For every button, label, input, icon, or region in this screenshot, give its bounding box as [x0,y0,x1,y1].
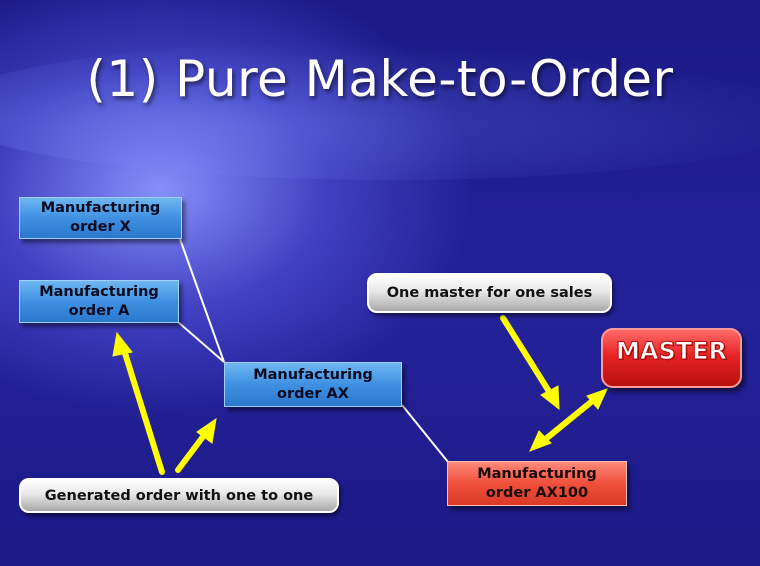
node-manufacturing-order-x[interactable]: Manufacturing order X [19,197,182,239]
node-manufacturing-order-ax100[interactable]: Manufacturing order AX100 [447,461,627,506]
arrow-ax100-master [539,395,599,445]
callout-generated-order[interactable]: Generated order with one to one [19,478,339,513]
arrowhead-ax100 [529,430,552,452]
node-x-line1: Manufacturing [40,200,161,216]
node-manufacturing-order-ax[interactable]: Manufacturing order AX [224,362,402,407]
node-ax100-line2: order AX100 [485,484,589,501]
connector-a-to-ax [177,321,225,363]
arrowhead-order-ax [196,417,217,444]
callout-generated-text: Generated order with one to one [44,487,314,504]
node-x-line2: order X [70,219,131,235]
arrowhead-one-master [540,385,560,411]
master-button[interactable]: MASTER [601,328,742,388]
connector-ax-to-ax100 [401,404,449,463]
arrowhead-master [586,388,608,410]
node-ax-line2: order AX [277,385,349,402]
slide-title: (1) Pure Make-to-Order [86,50,674,108]
arrow-generated-to-order-a [121,347,165,475]
master-label: MASTER [616,337,728,366]
callout-one-master-text: One master for one sales [386,285,593,301]
node-manufacturing-order-a[interactable]: Manufacturing order A [19,280,179,323]
node-ax-line1: Manufacturing [253,366,373,383]
arrow-one-master-down [500,315,553,396]
callout-one-master-for-one-sales[interactable]: One master for one sales [367,273,612,313]
arrow-generated-to-order-ax [175,431,208,473]
connector-x-to-ax [179,238,225,363]
arrowhead-order-a [112,331,133,357]
node-ax100-line1: Manufacturing [477,465,597,482]
node-a-line2: order A [68,302,130,319]
node-a-line1: Manufacturing [39,283,159,300]
